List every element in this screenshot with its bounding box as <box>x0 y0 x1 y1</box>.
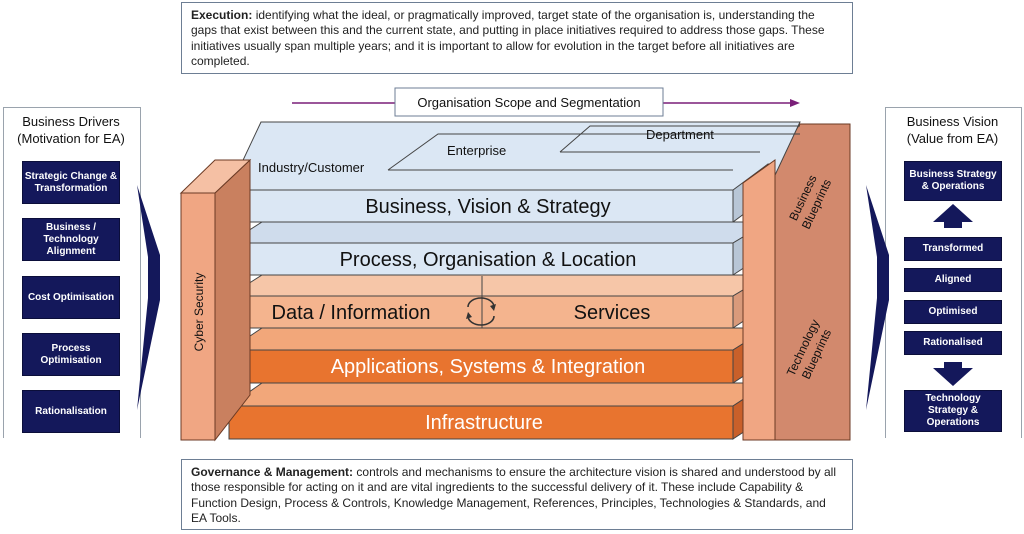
execution-description-box: Execution: identifying what the ideal, o… <box>181 2 853 74</box>
governance-text: controls and mechanisms to ensure the ar… <box>191 465 836 525</box>
cycle-arrows-icon <box>466 297 496 326</box>
infrastructure-layer-top <box>227 382 770 407</box>
left-chevron-arrow-icon <box>137 185 160 410</box>
scope-arrow-head-icon <box>790 99 800 107</box>
drivers-title: Business Drivers (Motivation for EA) <box>3 113 139 147</box>
process-layer-top <box>227 221 770 244</box>
cyber-security-label: Cyber Security <box>192 273 206 352</box>
vision-title-line1: Business Vision <box>906 114 999 129</box>
down-arrow-icon <box>933 362 973 386</box>
scope-enterprise-label: Enterprise <box>447 143 506 158</box>
applications-layer-label: Applications, Systems & Integration <box>331 356 646 378</box>
vision-item: Rationalised <box>904 331 1002 355</box>
vision-bottom-box: Technology Strategy & Operations <box>904 390 1002 432</box>
department-segment-line <box>559 125 800 153</box>
execution-text: identifying what the ideal, or pragmatic… <box>191 8 825 68</box>
process-layer-label: Process, Organisation & Location <box>340 249 637 271</box>
scope-department-label: Department <box>646 127 714 142</box>
scope-top-plane <box>228 121 801 191</box>
driver-item: Strategic Change & Transformation <box>22 161 120 204</box>
execution-heading: Execution: <box>191 8 253 22</box>
vision-item: Transformed <box>904 237 1002 261</box>
drivers-title-line2: (Motivation for EA) <box>17 131 125 146</box>
industry-segment-line <box>387 133 800 171</box>
business-layer <box>228 189 734 223</box>
drivers-frame <box>3 107 141 438</box>
driver-item: Cost Optimisation <box>22 276 120 319</box>
business-layer-label: Business, Vision & Strategy <box>365 196 610 218</box>
services-layer-label: Services <box>574 302 651 324</box>
vision-top-box: Business Strategy & Operations <box>904 161 1002 201</box>
scope-label: Organisation Scope and Segmentation <box>417 95 640 110</box>
driver-item: Process Optimisation <box>22 333 120 376</box>
data-layer-label: Data / Information <box>272 302 431 324</box>
left-pillar-side <box>214 158 251 442</box>
vision-item: Optimised <box>904 300 1002 324</box>
left-pillar <box>180 192 216 441</box>
drivers-title-line1: Business Drivers <box>22 114 120 129</box>
driver-item: Business / Technology Alignment <box>22 218 120 261</box>
driver-item: Rationalisation <box>22 390 120 433</box>
applications-layer-top <box>227 327 770 351</box>
vision-title: Business Vision (Value from EA) <box>885 113 1020 147</box>
governance-heading: Governance & Management: <box>191 465 354 479</box>
up-arrow-icon <box>933 204 973 228</box>
data-layer-top <box>227 274 770 297</box>
infrastructure-layer-label: Infrastructure <box>425 412 543 434</box>
governance-description-box: Governance & Management: controls and me… <box>181 459 853 530</box>
process-layer <box>228 242 734 276</box>
scope-label-box <box>394 87 664 117</box>
scope-industry-label: Industry/Customer <box>258 160 365 175</box>
right-chevron-arrow-icon <box>866 185 889 410</box>
right-pillar-front-face <box>742 159 776 441</box>
right-pillar-side <box>774 123 851 441</box>
vision-title-line2: (Value from EA) <box>906 131 999 146</box>
vision-item: Aligned <box>904 268 1002 292</box>
